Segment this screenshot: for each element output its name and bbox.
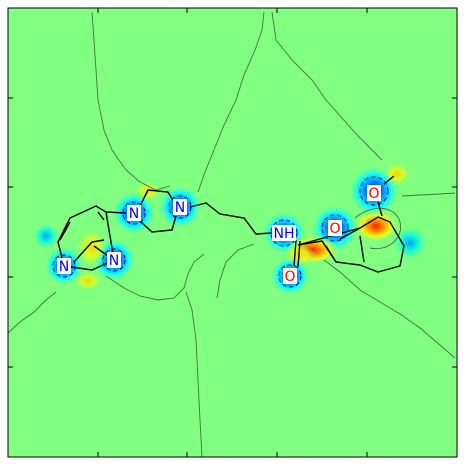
atom-label-n-quinazoline-2: N <box>109 253 119 269</box>
atom-label-nh-amide: NH <box>274 226 295 242</box>
atom-n-quinazoline-2: N <box>107 252 121 269</box>
atom-label-n-quinazoline-1: N <box>59 259 69 275</box>
atom-n-piperazine-1: N <box>127 205 141 222</box>
atom-labels: N N N N NH O O O <box>57 185 381 285</box>
atom-o-carbonyl: O <box>283 268 297 285</box>
atom-n-piperazine-2: N <box>173 199 187 216</box>
zero-contours <box>7 11 456 458</box>
atom-label-n-piperazine-2: N <box>175 200 185 216</box>
atom-o-furan: O <box>328 220 342 237</box>
atom-o-methoxy: O <box>367 185 381 202</box>
atom-n-quinazoline-1: N <box>57 258 71 275</box>
atom-label-n-piperazine-1: N <box>129 206 139 222</box>
atom-label-o-carbonyl: O <box>284 269 295 285</box>
map-frame <box>7 7 458 458</box>
bond-skeleton <box>57 175 405 273</box>
atom-label-o-furan: O <box>329 221 340 237</box>
atom-nh-amide: NH <box>272 225 296 242</box>
atom-label-o-methoxy: O <box>368 186 379 202</box>
